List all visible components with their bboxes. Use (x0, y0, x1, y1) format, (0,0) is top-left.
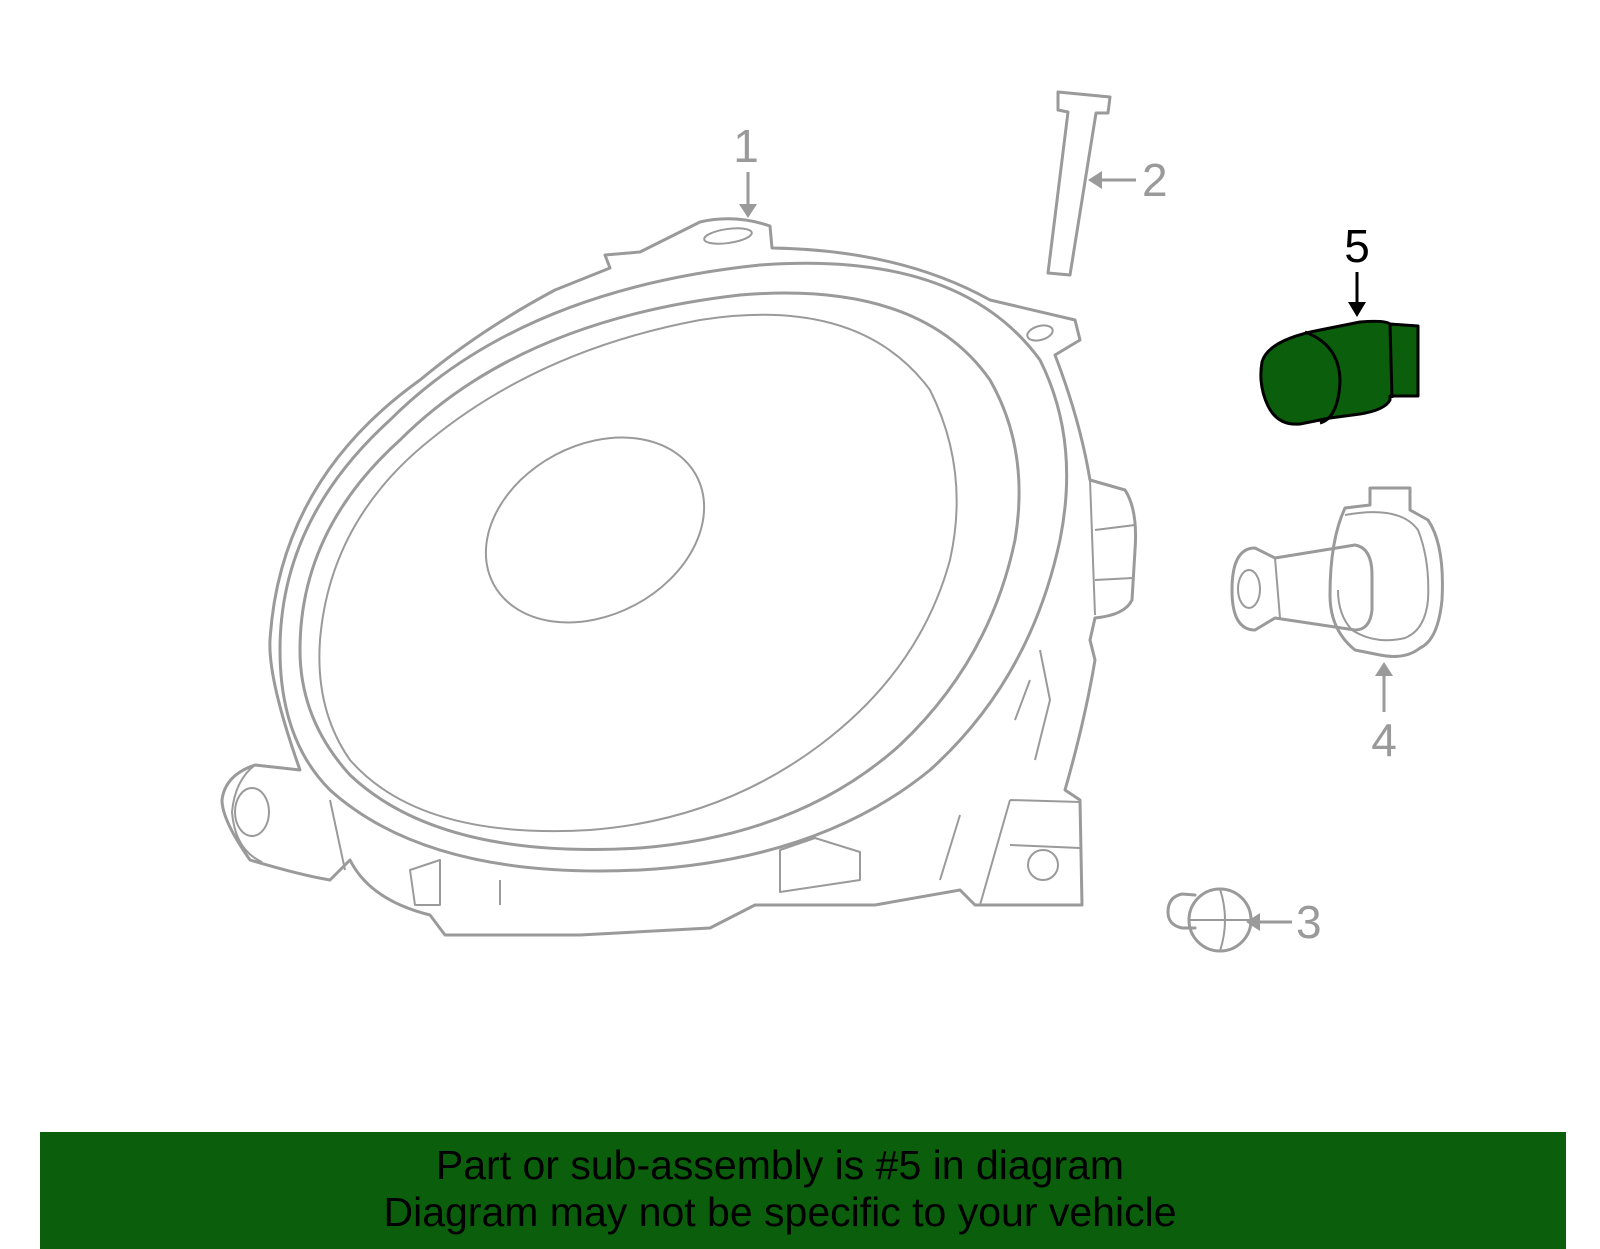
banner-line-2: Diagram may not be specific to your vehi… (383, 1189, 1177, 1235)
headlamp-assembly-part-1[interactable] (220, 217, 1137, 937)
callout-5: 5 (1344, 220, 1370, 317)
callout-1: 1 (733, 120, 759, 218)
svg-text:3: 3 (1296, 896, 1322, 948)
bulb-socket-part-4[interactable] (1230, 486, 1444, 658)
highlighted-part-5[interactable] (1259, 319, 1420, 426)
callout-4: 4 (1371, 662, 1397, 766)
banner-line-1: Part or sub-assembly is #5 in diagram (435, 1142, 1125, 1188)
callout-2: 2 (1088, 154, 1168, 206)
info-banner: Part or sub-assembly is #5 in diagram Di… (40, 1132, 1566, 1249)
svg-text:5: 5 (1344, 220, 1370, 272)
svg-text:4: 4 (1371, 714, 1397, 766)
svg-text:2: 2 (1142, 154, 1168, 206)
bolt-part-2[interactable] (1046, 90, 1112, 277)
clip-part-3[interactable] (1166, 887, 1253, 953)
svg-text:1: 1 (733, 120, 759, 172)
callout-3: 3 (1246, 896, 1322, 948)
